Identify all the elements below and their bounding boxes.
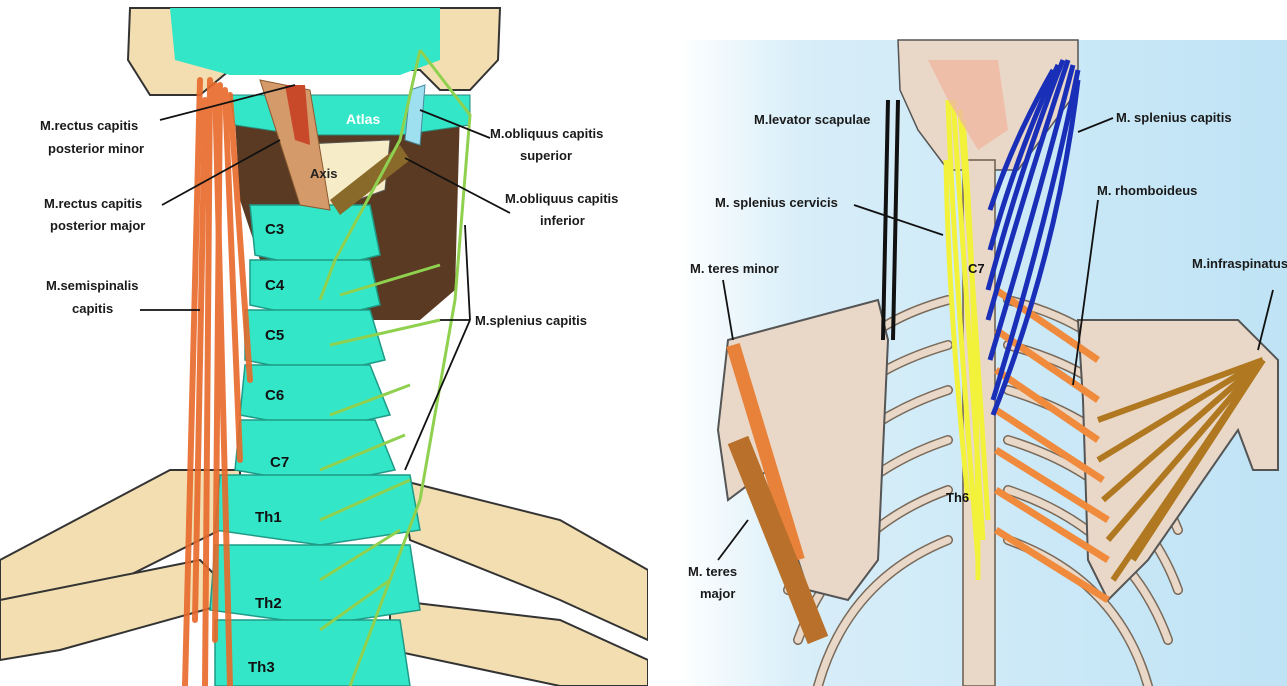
obliquus-superior-label-line2: superior [520, 148, 572, 163]
th6-label: Th6 [946, 490, 969, 505]
c4-label: C4 [265, 277, 285, 294]
c5-label: C5 [265, 327, 284, 344]
teres-major-label-line2: major [700, 586, 735, 601]
left-figure-cervical-spine: Atlas Axis C3 C4 C5 C6 C7 Th1 Th2 Th3 M.… [0, 0, 648, 686]
occiput [170, 8, 440, 75]
rectus-major-label-line1: M.rectus capitis [44, 196, 142, 211]
obliquus-inferior-label-line1: M.obliquus capitis [505, 191, 618, 206]
rectus-minor-label-line2: posterior minor [48, 141, 144, 156]
splenius-capitis-right-label: M. splenius capitis [1116, 110, 1232, 125]
th2-label: Th2 [255, 595, 282, 612]
semispinalis-label-line2: capitis [72, 301, 113, 316]
splenius-cervicis-label: M. splenius cervicis [715, 195, 838, 210]
back-muscles-illustration: C7 Th6 M.levator scapulae M. splenius ca… [678, 0, 1287, 686]
rectus-major-label-line2: posterior major [50, 218, 145, 233]
teres-minor-label: M. teres minor [690, 261, 779, 276]
c3-label: C3 [265, 221, 284, 238]
splenius-capitis-label: M.splenius capitis [475, 313, 587, 328]
rhomboideus-label: M. rhomboideus [1097, 183, 1197, 198]
obliquus-superior-label-line1: M.obliquus capitis [490, 126, 603, 141]
right-figure-back-muscles: C7 Th6 M.levator scapulae M. splenius ca… [678, 0, 1287, 686]
axis-label: Axis [310, 166, 337, 181]
cervical-spine-illustration: Atlas Axis C3 C4 C5 C6 C7 Th1 Th2 Th3 M.… [0, 0, 648, 686]
teres-major-label-line1: M. teres [688, 564, 737, 579]
c7-right-label: C7 [968, 261, 985, 276]
rectus-minor-label-line1: M.rectus capitis [40, 118, 138, 133]
infraspinatus-label: M.infraspinatus [1192, 256, 1287, 271]
c6-label: C6 [265, 387, 284, 404]
levator-scapulae-label: M.levator scapulae [754, 112, 870, 127]
th3-label: Th3 [248, 659, 275, 676]
c7-label: C7 [270, 454, 289, 471]
th1-label: Th1 [255, 509, 282, 526]
semispinalis-label-line1: M.semispinalis [46, 278, 138, 293]
atlas-label: Atlas [346, 111, 380, 127]
obliquus-inferior-label-line2: inferior [540, 213, 585, 228]
